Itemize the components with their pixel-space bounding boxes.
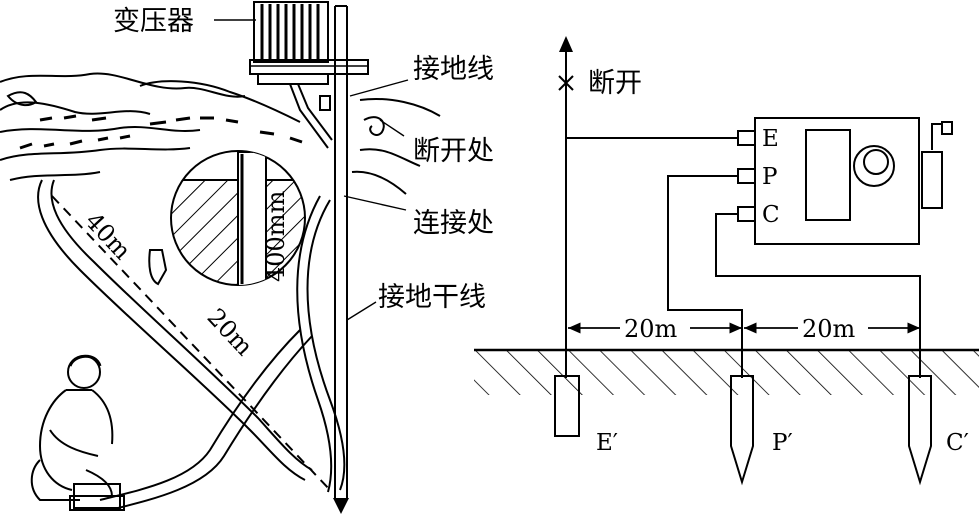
electrode-p-label: P′: [772, 430, 793, 456]
distance-20m-label: 20m: [202, 303, 259, 361]
distance-pc-label: 20m: [802, 315, 856, 343]
ground-electrode-path: [37, 179, 346, 511]
distance-ep-label: 20m: [624, 315, 678, 343]
terrain: [0, 72, 441, 195]
leader-lines: [214, 19, 409, 321]
electrode-p: [730, 375, 754, 486]
p-lead-wire: [667, 175, 743, 378]
terminal-c-label: C: [762, 202, 780, 228]
disconnect-label: 断开: [588, 68, 642, 99]
connection-point-label: 连接处: [413, 208, 494, 239]
dim-1-bg: [620, 314, 690, 340]
terminal-e-label: E: [762, 126, 779, 152]
depth-400mm-label: 400mm: [262, 190, 290, 282]
ground-trunk-label: 接地干线: [378, 282, 486, 313]
magnified-detail: [170, 150, 306, 286]
transformer-label: 变压器: [113, 6, 194, 37]
pole: [333, 5, 349, 514]
transformer-icon: [249, 1, 369, 85]
disconnect-point-label: 断开处: [413, 136, 494, 167]
c-lead-wire: [715, 213, 921, 378]
right-schematic: 断开 E P C 20m: [474, 36, 979, 486]
ground-wire-label: 接地线: [413, 54, 494, 85]
ground-wire: [289, 83, 333, 149]
electrode-c-label: C′: [946, 430, 969, 456]
electrode-e-label: E′: [596, 430, 618, 456]
person-with-tester-icon: [30, 354, 125, 511]
electrode-c: [908, 375, 932, 486]
earth-resistance-tester: [737, 117, 953, 245]
e-lead-wire: [558, 36, 738, 378]
terminal-p-label: P: [762, 164, 777, 190]
ground-surface: [474, 348, 979, 395]
dim-2-bg: [798, 314, 868, 340]
left-illustration: 变压器 接地线 断开处 连接处 接地干线 40m 20m 400mm: [0, 1, 494, 514]
electrode-e: [554, 375, 580, 437]
